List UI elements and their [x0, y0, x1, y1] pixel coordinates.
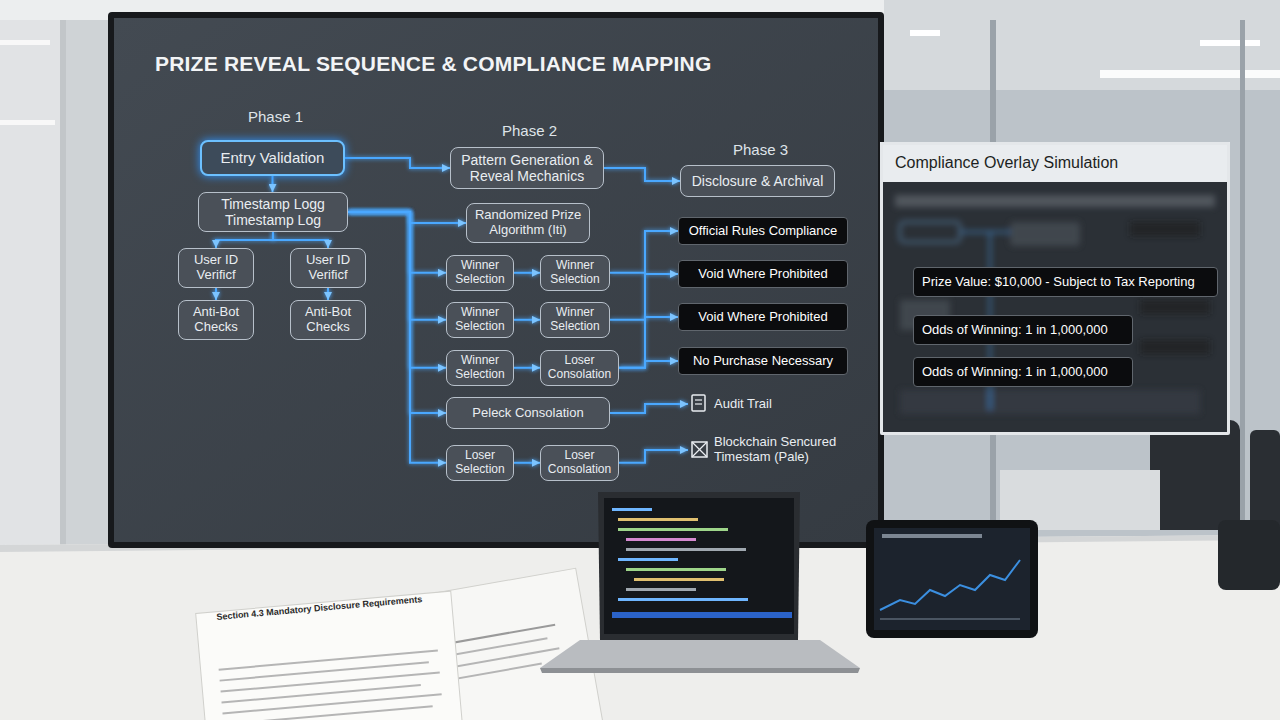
node-text: Winner Selection — [452, 259, 508, 287]
compliance-box: Void Where Prohibited — [678, 260, 848, 288]
node-text: Peleck Consolation — [452, 406, 604, 421]
process-box: Timestamp Logg Timestamp Log — [198, 192, 348, 232]
node-text: Timestamp Logg Timestamp Log — [204, 196, 342, 228]
node-text: Loser Selection — [452, 449, 508, 477]
node-text: Odds of Winning: 1 in 1,000,000 — [922, 365, 1124, 380]
overlay-box: Odds of Winning: 1 in 1,000,000 — [913, 315, 1133, 345]
flow-connector — [272, 176, 274, 192]
overlay-box: Odds of Winning: 1 in 1,000,000 — [913, 357, 1133, 387]
process-box: Anti-Bot Checks — [290, 300, 366, 340]
flow-connector — [610, 274, 678, 320]
node-text: Disclosure & Archival — [686, 173, 829, 189]
flow-connector — [514, 272, 540, 274]
node-text: Anti-Bot Checks — [184, 305, 248, 335]
phase-label: Phase 2 — [502, 122, 557, 139]
node-text: Winner Selection — [452, 306, 508, 334]
flow-connector — [215, 288, 217, 300]
node-text: Winner Selection — [546, 259, 604, 287]
flow-connector — [619, 450, 688, 463]
flow-connector — [348, 212, 466, 223]
node-text: Winner Selection — [546, 306, 604, 334]
icon-item: Blockchain Sencured Timestam (Pale) — [688, 430, 848, 470]
node-text: Loser Consolation — [546, 354, 613, 382]
node-text: Pattern Generation & Reveal Mechanics — [456, 152, 598, 184]
flow-connector — [327, 288, 329, 300]
overlay-box: Prize Value: $10,000 - Subject to Tax Re… — [913, 267, 1218, 297]
compliance-box: No Purchase Necessary — [678, 347, 848, 375]
flow-connector — [514, 367, 540, 369]
process-box: Peleck Consolation — [446, 397, 610, 429]
process-box: User ID Verificf — [290, 248, 366, 288]
node-text: Entry Validation — [207, 149, 338, 166]
overlay-panel: Compliance Overlay SimulationPrize Value… — [880, 142, 1230, 435]
process-box: Loser Selection — [446, 445, 514, 481]
flow-connector — [345, 158, 450, 168]
diagram-title: PRIZE REVEAL SEQUENCE & COMPLIANCE MAPPI… — [155, 52, 711, 76]
process-box: Winner Selection — [540, 255, 610, 291]
compliance-box: Void Where Prohibited — [678, 303, 848, 331]
process-box: Winner Selection — [446, 255, 514, 291]
process-box: Randomized Prize Algorithm (Iti) — [466, 203, 590, 243]
node-text: Audit Trail — [714, 397, 793, 412]
node-text: Void Where Prohibited — [684, 267, 842, 282]
flow-connector — [610, 231, 678, 273]
flow-connector — [514, 319, 540, 321]
flow-connector — [348, 212, 446, 368]
process-box: User ID Verificf — [178, 248, 254, 288]
process-box: Anti-Bot Checks — [178, 300, 254, 340]
flow-connector — [610, 404, 688, 413]
flow-connector — [604, 168, 680, 181]
process-box: Disclosure & Archival — [680, 165, 835, 197]
node-text: Odds of Winning: 1 in 1,000,000 — [922, 323, 1124, 338]
node-text: Prize Value: $10,000 - Subject to Tax Re… — [922, 275, 1209, 290]
node-text: No Purchase Necessary — [684, 354, 842, 369]
node-text: User ID Verificf — [296, 253, 360, 283]
process-box: Winner Selection — [540, 302, 610, 338]
process-box: Pattern Generation & Reveal Mechanics — [450, 147, 604, 189]
node-text: User ID Verificf — [184, 253, 248, 283]
node-text: Void Where Prohibited — [684, 310, 842, 325]
node-text: Anti-Bot Checks — [296, 305, 360, 335]
process-box: Loser Consolation — [540, 445, 619, 481]
process-box: Loser Consolation — [540, 350, 619, 386]
icon-item: Audit Trail — [688, 392, 798, 416]
process-box: Winner Selection — [446, 350, 514, 386]
node-text: Winner Selection — [452, 354, 508, 382]
compliance-box: Official Rules Compliance — [678, 217, 848, 245]
node-text: Blockchain Sencured Timestam (Pale) — [714, 435, 843, 465]
phase-label: Phase 1 — [248, 108, 303, 125]
node-text: Loser Consolation — [546, 449, 613, 477]
node-text: Compliance Overlay Simulation — [883, 145, 1227, 181]
process-box: Winner Selection — [446, 302, 514, 338]
node-text: Official Rules Compliance — [684, 224, 842, 239]
flow-connector — [619, 361, 678, 368]
phase-label: Phase 3 — [733, 141, 788, 158]
flow-connector — [514, 462, 540, 464]
flow-connector — [619, 317, 678, 368]
flow-connector — [273, 232, 328, 248]
node-text: Randomized Prize Algorithm (Iti) — [472, 208, 584, 238]
process-box: Entry Validation — [200, 140, 345, 176]
flow-connector — [216, 232, 273, 248]
